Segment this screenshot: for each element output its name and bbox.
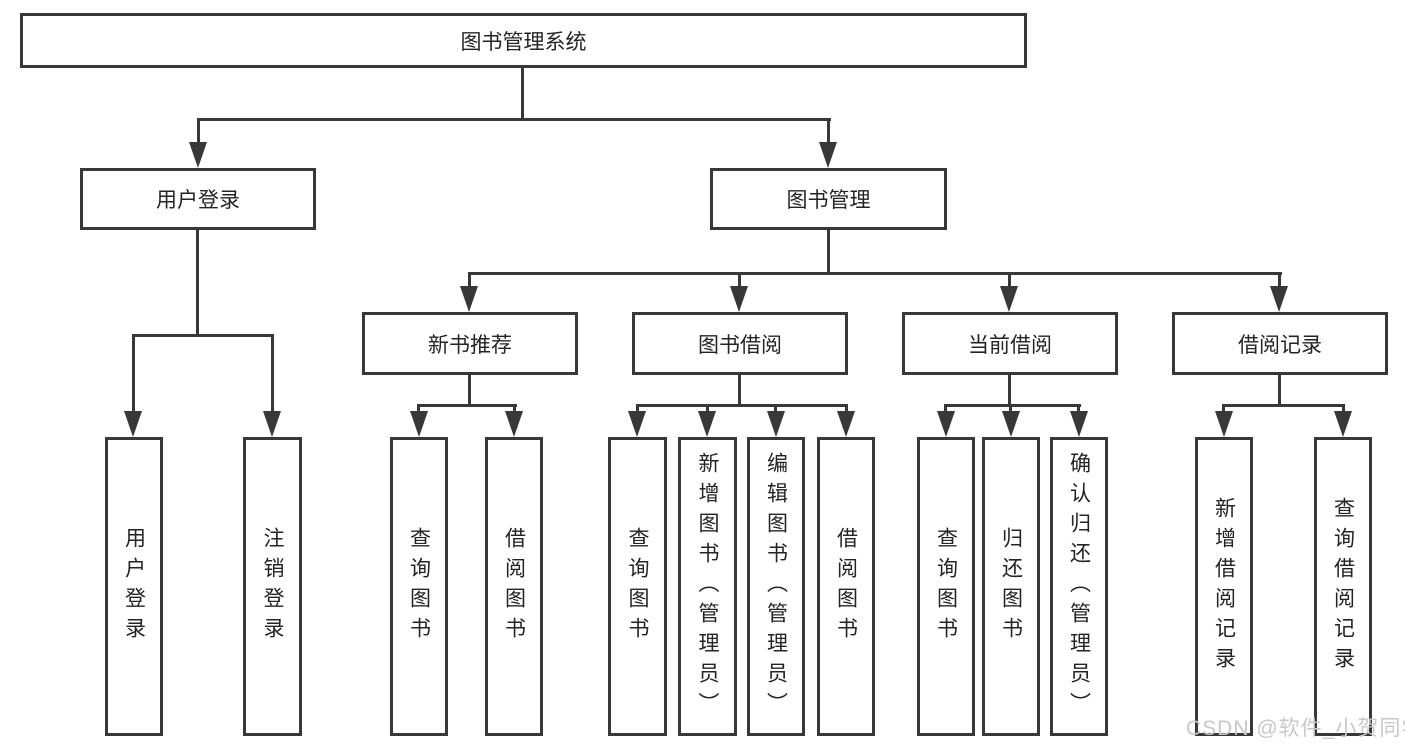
leaf-borrow-books: 借阅图书 bbox=[817, 437, 875, 736]
connector-stub bbox=[1342, 404, 1345, 413]
arrow-down-icon bbox=[1334, 411, 1352, 437]
connector-new-book-rail bbox=[417, 404, 517, 407]
connector-stub bbox=[197, 118, 200, 144]
arrow-down-icon bbox=[1270, 286, 1288, 312]
arrow-down-icon bbox=[767, 411, 785, 437]
arrow-down-icon bbox=[698, 411, 716, 437]
connector-stub bbox=[132, 334, 135, 412]
connector-stub bbox=[417, 404, 420, 413]
connector-stub bbox=[513, 404, 516, 413]
arrow-down-icon bbox=[410, 411, 428, 437]
node-root: 图书管理系统 bbox=[20, 13, 1027, 68]
connector-book-borrow-drop bbox=[738, 375, 741, 406]
connector-level3-rail bbox=[468, 272, 1282, 275]
connector-stub bbox=[271, 334, 274, 412]
leaf-query-books-borrowing: 查询图书 bbox=[608, 437, 667, 736]
arrow-down-icon bbox=[837, 411, 855, 437]
arrow-down-icon bbox=[819, 142, 837, 168]
connector-stub bbox=[827, 118, 830, 144]
connector-current-borrow-rail bbox=[944, 404, 1081, 407]
leaf-query-borrow-record: 查询借阅记录 bbox=[1314, 437, 1372, 736]
leaf-query-books-recommend: 查询图书 bbox=[390, 437, 448, 736]
connector-stub bbox=[1222, 404, 1225, 413]
leaf-edit-books-admin-label: 编辑图书（管理员） bbox=[764, 451, 788, 722]
node-book-management: 图书管理 bbox=[710, 168, 947, 230]
leaf-logout-label: 注销登录 bbox=[261, 526, 284, 647]
leaf-query-books-current: 查询图书 bbox=[917, 437, 975, 736]
leaf-borrow-books-recommend-label: 借阅图书 bbox=[502, 526, 526, 647]
connector-stub bbox=[845, 404, 848, 413]
node-current-borrowing: 当前借阅 bbox=[902, 312, 1118, 375]
connector-borrow-record-rail bbox=[1222, 404, 1345, 407]
leaf-borrow-books-recommend: 借阅图书 bbox=[485, 437, 543, 736]
leaf-query-books-current-label: 查询图书 bbox=[934, 526, 958, 647]
arrow-down-icon bbox=[460, 286, 478, 312]
connector-stub bbox=[468, 272, 471, 288]
leaf-user-login: 用户登录 bbox=[105, 437, 163, 736]
leaf-return-books: 归还图书 bbox=[982, 437, 1040, 736]
connector-new-book-drop bbox=[468, 375, 471, 406]
leaf-user-login-label: 用户登录 bbox=[122, 526, 146, 647]
arrow-down-icon bbox=[937, 411, 955, 437]
arrow-down-icon bbox=[189, 142, 207, 168]
node-new-book-recommendation: 新书推荐 bbox=[362, 312, 578, 375]
arrow-down-icon bbox=[1002, 411, 1020, 437]
connector-stub bbox=[706, 404, 709, 413]
connector-borrow-record-drop bbox=[1278, 375, 1281, 406]
leaf-query-books-recommend-label: 查询图书 bbox=[407, 526, 431, 647]
arrow-down-icon bbox=[730, 286, 748, 312]
leaf-add-borrow-record-label: 新增借阅记录 bbox=[1212, 496, 1236, 677]
node-borrowing-records: 借阅记录 bbox=[1172, 312, 1388, 375]
connector-book-borrow-rail bbox=[636, 404, 848, 407]
connector-stub bbox=[1278, 272, 1281, 288]
connector-stub bbox=[774, 404, 777, 413]
connector-stub bbox=[944, 404, 947, 413]
leaf-confirm-return-admin: 确认归还（管理员） bbox=[1050, 437, 1108, 736]
arrow-down-icon bbox=[1215, 411, 1233, 437]
leaf-add-books-admin-label: 新增图书（管理员） bbox=[696, 451, 719, 722]
connector-stub bbox=[738, 272, 741, 288]
connector-stub bbox=[1008, 272, 1011, 288]
leaf-add-books-admin: 新增图书（管理员） bbox=[678, 437, 737, 736]
leaf-edit-books-admin: 编辑图书（管理员） bbox=[747, 437, 805, 736]
leaf-add-borrow-record: 新增借阅记录 bbox=[1195, 437, 1253, 736]
leaf-borrow-books-label: 借阅图书 bbox=[834, 526, 858, 647]
node-book-borrowing: 图书借阅 bbox=[632, 312, 848, 375]
leaf-query-books-borrowing-label: 查询图书 bbox=[626, 526, 649, 647]
arrow-down-icon bbox=[505, 411, 523, 437]
arrow-down-icon bbox=[124, 411, 142, 437]
connector-root-drop bbox=[521, 68, 524, 120]
connector-stub bbox=[1077, 404, 1080, 413]
leaf-query-borrow-record-label: 查询借阅记录 bbox=[1331, 496, 1355, 677]
arrow-down-icon bbox=[1070, 411, 1088, 437]
arrow-down-icon bbox=[628, 411, 646, 437]
connector-user-login-drop bbox=[196, 230, 199, 336]
arrow-down-icon bbox=[263, 411, 281, 437]
connector-user-login-rail bbox=[132, 334, 274, 337]
leaf-logout: 注销登录 bbox=[243, 437, 302, 736]
watermark: CSDN @软件_小贺同学 bbox=[1186, 717, 1405, 740]
connector-level2-rail bbox=[197, 118, 831, 121]
connector-stub bbox=[636, 404, 639, 413]
connector-stub bbox=[1009, 404, 1012, 413]
connector-current-borrow-drop bbox=[1008, 375, 1011, 406]
arrow-down-icon bbox=[1000, 286, 1018, 312]
node-user-login: 用户登录 bbox=[80, 168, 316, 230]
leaf-return-books-label: 归还图书 bbox=[999, 526, 1023, 647]
leaf-confirm-return-admin-label: 确认归还（管理员） bbox=[1067, 451, 1091, 722]
connector-book-mgmt-drop bbox=[827, 230, 830, 274]
